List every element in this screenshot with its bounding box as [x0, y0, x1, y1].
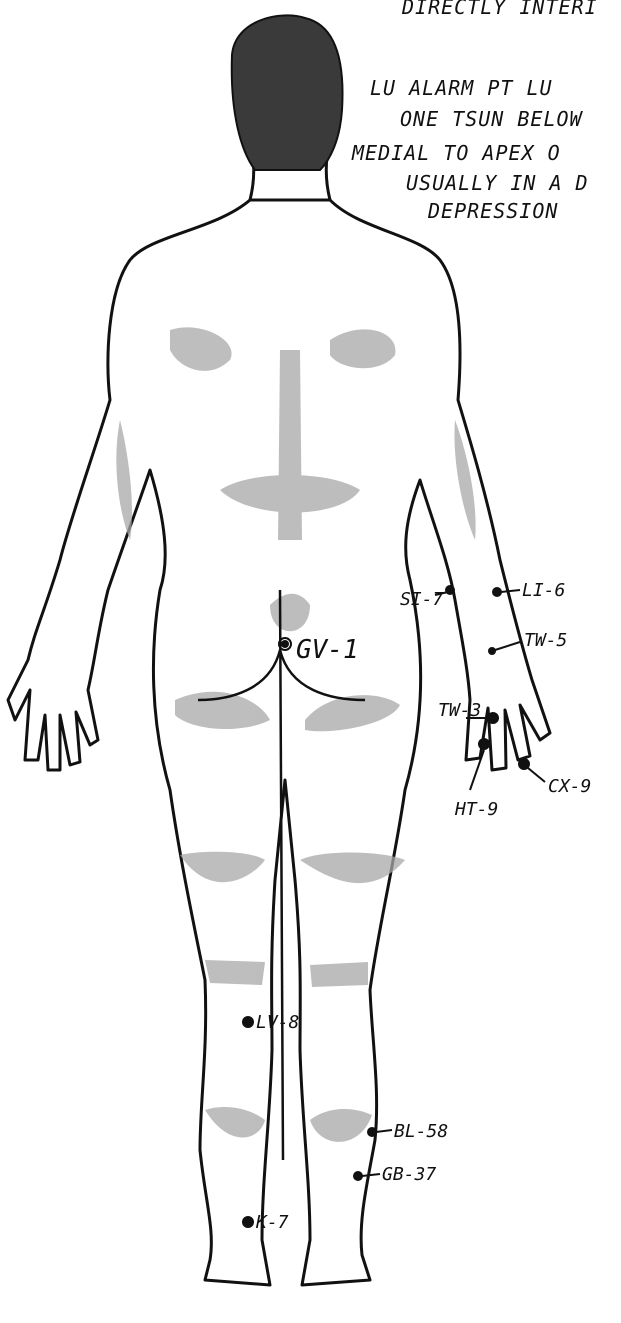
note-line-1: DIRECTLY INTERI: [401, 0, 598, 19]
svg-text:TW-5: TW-5: [524, 630, 567, 651]
handwritten-notes: DIRECTLY INTERI LU ALARM PT LU ONE TSUN …: [351, 0, 598, 223]
head-hair: [232, 15, 343, 170]
note-line-6: DEPRESSION: [427, 199, 558, 223]
note-line-5: USUALLY IN A D: [406, 171, 589, 195]
svg-text:LV-8: LV-8: [256, 1012, 299, 1033]
svg-text:TW-3: TW-3: [438, 700, 481, 721]
svg-text:SI-7: SI-7: [400, 589, 444, 610]
svg-text:HT-9: HT-9: [454, 799, 498, 820]
svg-text:CX-9: CX-9: [548, 776, 591, 797]
svg-text:LI-6: LI-6: [522, 580, 565, 601]
svg-text:K-7: K-7: [255, 1212, 289, 1233]
point-bl-58[interactable]: BL-58: [368, 1121, 448, 1142]
note-line-2: LU ALARM PT LU: [370, 76, 553, 100]
svg-text:BL-58: BL-58: [394, 1121, 448, 1142]
note-line-3: ONE TSUN BELOW: [400, 107, 584, 131]
note-line-4: MEDIAL TO APEX O: [351, 141, 561, 165]
point-cx-9[interactable]: CX-9: [519, 759, 591, 797]
svg-text:GB-37: GB-37: [382, 1164, 436, 1185]
svg-text:GV-1: GV-1: [296, 635, 359, 665]
point-si-7[interactable]: SI-7: [400, 586, 454, 610]
body-outline: [8, 200, 550, 1285]
